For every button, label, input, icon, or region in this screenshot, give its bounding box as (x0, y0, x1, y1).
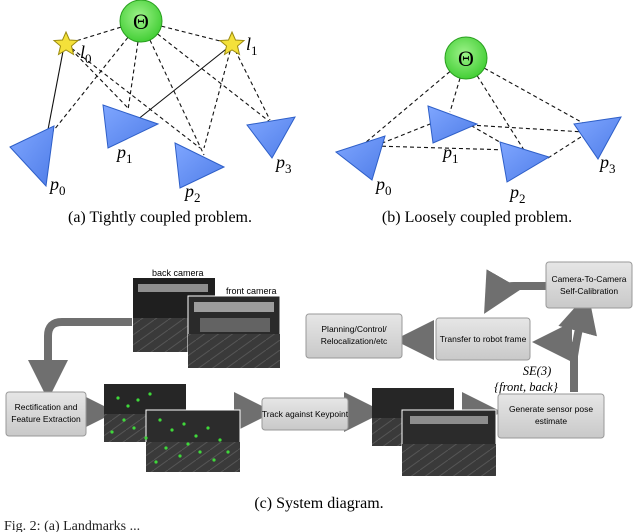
front-back-label: {front, back} (494, 380, 558, 394)
graph-b: Θ p0 p1 p2 p3 (b) Loosely coupled proble… (334, 36, 622, 226)
graph-a-theta-node (119, 0, 163, 43)
graph-b-pose-p3-label: p3 (598, 152, 616, 176)
footer-text: Fig. 2: (a) Landmarks ... (4, 519, 140, 532)
box-planning-line-2: Relocalization/etc (321, 336, 388, 346)
graph-a-dashed-edges (45, 20, 271, 156)
system-diagram: back camera front camera (5, 261, 633, 512)
arrow-calibration-to-transfer (484, 269, 546, 314)
graph-a-pose-p1-triangle (102, 104, 160, 149)
system-diagram-caption: (c) System diagram. (254, 495, 383, 512)
arrow-generate-to-calibration (558, 292, 597, 357)
graph-a-theta-label: Θ (133, 9, 149, 34)
box-calibration-line-2: Self-Calibration (560, 286, 618, 296)
graph-a-landmark-l1-label: l1 (246, 34, 258, 58)
back-camera-label: back camera (152, 268, 204, 278)
graph-b-pose-p2-label: p2 (508, 182, 526, 206)
feature-images (104, 384, 241, 473)
box-generate-line-1: Generate sensor pose (509, 404, 593, 414)
box-rectification-line-2: Feature Extraction (11, 414, 81, 424)
box-track-line-1: Track against Keypoint (262, 409, 349, 419)
graph-a-landmark-l1-star (218, 30, 246, 56)
graph-b-pose-p1-label: p1 (441, 142, 459, 166)
arrow-cameras-to-rectification (28, 318, 132, 400)
box-calibration-line-1: Camera-To-Camera (551, 274, 626, 284)
box-planning-line-1: Planning/Control/ (321, 324, 387, 334)
graph-a-pose-p3-triangle (246, 116, 296, 159)
graph-a-pose-p2-label: p2 (183, 181, 201, 205)
graph-b-pose-p3-triangle (573, 116, 622, 160)
graph-a-solid-edges (45, 45, 231, 141)
box-transfer-line-1: Transfer to robot frame (440, 334, 527, 344)
front-camera-image-floor (188, 334, 280, 368)
front-camera-image-lights (194, 302, 274, 312)
graph-b-pose-p2-triangle (499, 141, 551, 183)
graph-b-pose-p0-label: p0 (374, 174, 392, 198)
box-rectification-line-1: Rectification and (15, 402, 78, 412)
graph-a-caption: (a) Tightly coupled problem. (68, 209, 252, 226)
box-calibration: Camera-To-Camera Self-Calibration (545, 261, 633, 309)
graph-b-caption: (b) Loosely coupled problem. (382, 209, 572, 226)
se3-label: SE(3) (523, 364, 551, 378)
box-generate: Generate sensor pose estimate (497, 393, 605, 439)
box-generate-line-2: estimate (535, 416, 567, 426)
graph-a-pose-p2-triangle (174, 142, 226, 189)
feature-keypoints (110, 392, 230, 464)
front-camera-label: front camera (226, 286, 277, 296)
graph-a-landmark-l0-star (52, 30, 80, 56)
graph-a: Θ l0 l1 p0 p1 p2 p3 (a) Tightly coupled … (9, 0, 296, 226)
box-planning: Planning/Control/ Relocalization/etc (305, 313, 403, 359)
camera-images-top (133, 278, 281, 369)
pipeline-arrows (28, 269, 597, 432)
graph-b-pose-p0-triangle (334, 135, 386, 181)
tracked-images (372, 388, 497, 477)
box-transfer: Transfer to robot frame (435, 317, 531, 361)
graph-a-pose-p0-triangle (9, 125, 55, 188)
box-rectification: Rectification and Feature Extraction (5, 391, 87, 437)
graph-b-pose-p1-triangle (427, 105, 479, 144)
graph-a-pose-p0-label: p0 (48, 174, 66, 198)
graph-b-theta-label: Θ (458, 46, 474, 71)
graph-a-pose-p1-label: p1 (115, 142, 133, 166)
graph-a-pose-p3-label: p3 (274, 152, 292, 176)
graph-a-landmark-l0-label: l0 (80, 42, 92, 66)
front-camera-image-racks (200, 318, 270, 332)
graph-b-theta-node (444, 36, 488, 80)
box-track: Track against Keypoint (261, 397, 349, 431)
back-camera-image-lights (138, 284, 208, 292)
